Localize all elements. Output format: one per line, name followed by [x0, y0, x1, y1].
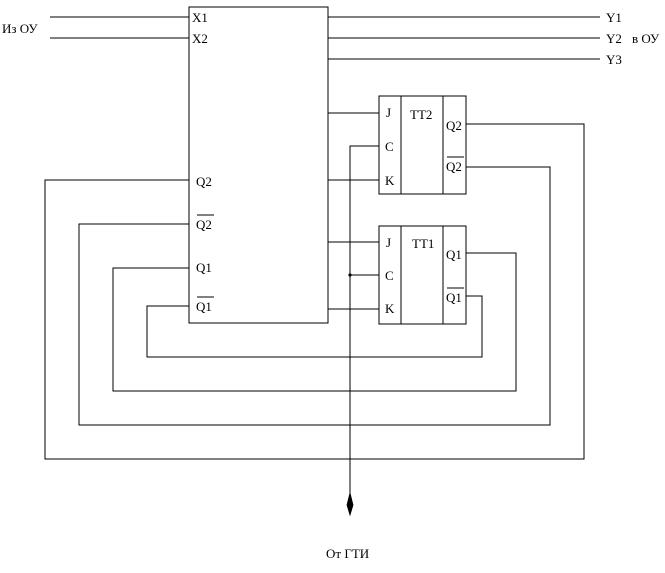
x2-label: X2	[192, 31, 208, 46]
clock-source-label: От ГТИ	[326, 546, 369, 561]
clock-input-arrow-icon	[346, 492, 354, 517]
tt2-block	[378, 95, 467, 195]
tt2-name-label: TT2	[410, 107, 432, 122]
main-logic-block	[188, 6, 329, 324]
tt2-q-label: Q2	[446, 118, 462, 133]
tt2-c-label: C	[385, 139, 394, 154]
tt2-q-inv-label: Q2	[446, 159, 462, 174]
tt2-j-label: J	[386, 105, 391, 120]
clock-wire-tt2	[349, 145, 379, 275]
tt1-q-inv-label: Q1	[446, 290, 462, 305]
tt2-k-label: K	[385, 173, 395, 188]
feedback-wire-q1	[112, 252, 517, 392]
tt1-q-label: Q1	[446, 247, 462, 262]
feedback-wire-q1-inv	[146, 295, 483, 358]
x1-label: X1	[192, 10, 208, 25]
main-q2-label: Q2	[196, 174, 212, 189]
main-q2-inv-label: Q2	[196, 217, 212, 232]
tt1-k-label: K	[385, 301, 395, 316]
tt1-j-label: J	[386, 235, 391, 250]
y2-label: Y2	[606, 31, 622, 46]
tt1-c-label: C	[385, 268, 394, 283]
main-q1-label: Q1	[196, 260, 212, 275]
main-q1-inv-label: Q1	[196, 299, 212, 314]
y3-label: Y3	[606, 52, 622, 67]
output-dest-label: в ОУ	[632, 31, 660, 46]
feedback-wire-q2	[44, 123, 585, 460]
y1-label: Y1	[606, 10, 622, 25]
input-source-label: Из ОУ	[2, 21, 38, 36]
feedback-wire-q2-inv	[78, 166, 551, 426]
tt1-name-label: TT1	[412, 236, 434, 251]
